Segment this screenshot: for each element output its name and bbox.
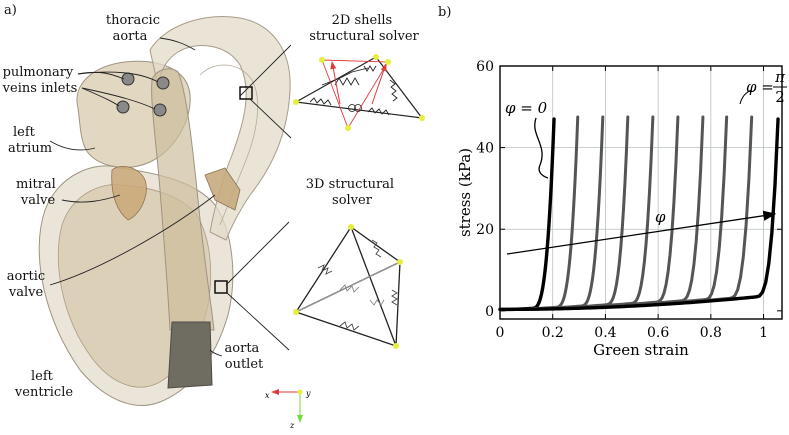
pulmonary-vein-inlet-2 (156, 76, 170, 90)
phi-last-prefix: φ = (746, 78, 774, 96)
curve-series (498, 115, 780, 312)
spring-zigzag (317, 264, 333, 275)
label-mitral-valve: mitral valve (16, 177, 60, 208)
stress-strain-chart: 0 0.2 0.4 0.6 0.8 1 0 20 40 60 Green strain stres… (456, 59, 783, 359)
x-tick-label: 0.2 (542, 325, 564, 341)
spring-zigzag (339, 284, 360, 293)
label-aortic-valve: aortic valve (7, 269, 50, 300)
phi-zero-label: φ = 0 (505, 99, 548, 117)
x-tick-label: 1 (759, 325, 768, 341)
axis-ticks: 0 0.2 0.4 0.6 0.8 1 0 20 40 60 (476, 59, 782, 341)
spring-zigzag (391, 289, 398, 306)
y-axis-glyph-label: y (305, 389, 311, 398)
x-tick-label: 0.4 (594, 325, 616, 341)
node (293, 309, 299, 315)
spring-zigzag (369, 299, 385, 306)
node (319, 57, 325, 63)
spring-zigzag (389, 79, 398, 102)
y-axis-title: stress (kPa) (456, 148, 474, 237)
node (385, 59, 391, 65)
label-thoracic-aorta: thoracic aorta (106, 13, 164, 44)
panel-b-label: b) (438, 5, 451, 20)
thoracic-aorta (149, 16, 291, 241)
normal-arrow (330, 61, 341, 105)
tetra-element-diagram (293, 224, 403, 349)
node (373, 54, 379, 60)
aorta-tube (151, 68, 215, 331)
phi-arrow-label: φ (655, 208, 666, 226)
label-2d-shells-solver: 2D shells structural solver (309, 13, 419, 44)
spring-zigzag (363, 65, 377, 72)
aorta-outlet (167, 321, 213, 389)
x-axis-title: Green strain (593, 341, 689, 359)
shell-zoom-square (239, 86, 253, 100)
panel-b: b) 0 0.2 0.4 0.6 0.8 1 0 20 40 60 Green strain st… (438, 5, 787, 359)
label-aorta-outlet: aorta outlet (225, 341, 264, 372)
spring-zigzag (367, 107, 390, 116)
y-tick-label: 20 (476, 222, 494, 238)
label-left-atrium: left atrium (8, 125, 52, 156)
node (345, 125, 351, 131)
plot-area (499, 65, 783, 320)
grid-lines (500, 66, 782, 319)
label-3d-solver: 3D structural solver (306, 177, 398, 208)
stress-strain-curve (498, 115, 630, 311)
node (293, 99, 299, 105)
hinge-node (348, 104, 356, 112)
leader-lines (49, 37, 292, 357)
phi-last-numerator: π (774, 68, 786, 86)
heart-model (38, 16, 291, 406)
spring-zigzag (309, 97, 332, 106)
orientation-axes: x y z (265, 389, 311, 430)
y-axis-dot (297, 389, 303, 395)
panel-a-label: a) (4, 3, 17, 18)
z-axis-glyph-label: z (289, 421, 295, 430)
x-tick-label: 0.8 (700, 325, 722, 341)
stress-strain-curve (498, 117, 780, 312)
y-tick-label: 40 (476, 141, 494, 157)
spring-zigzag (334, 77, 360, 86)
pulmonary-vein-inlet-4 (153, 103, 167, 117)
node (348, 224, 354, 230)
y-tick-label: 0 (485, 304, 494, 320)
x-tick-label: 0 (496, 325, 505, 341)
solid-zoom-square (214, 280, 228, 294)
node (393, 343, 399, 349)
pulmonary-vein-inlet-3 (116, 100, 130, 114)
shell-element-diagram (293, 54, 425, 131)
normal-arrow (371, 63, 387, 105)
phi-arrow (506, 210, 777, 255)
phi-last-denominator: 2 (775, 88, 785, 106)
anatomy-labels: thoracic aorta pulmonary veins inlets le… (2, 13, 420, 400)
node (397, 259, 403, 265)
stress-strain-curve (498, 115, 580, 311)
node (419, 115, 425, 121)
phi-last-leader (739, 89, 753, 105)
label-left-ventricle: left ventricle (14, 369, 73, 400)
x-tick-label: 0.6 (647, 325, 669, 341)
mitral-valve (111, 166, 147, 221)
phi-zero-leader (534, 117, 549, 179)
x-axis-glyph-label: x (265, 391, 270, 400)
spring-zigzag (371, 239, 382, 258)
panel-a: a) (2, 3, 425, 430)
y-tick-label: 60 (476, 59, 494, 75)
spring-zigzag (339, 321, 360, 331)
label-pulmonary-veins-inlets: pulmonary veins inlets (2, 65, 78, 96)
hinge-node (354, 104, 362, 112)
